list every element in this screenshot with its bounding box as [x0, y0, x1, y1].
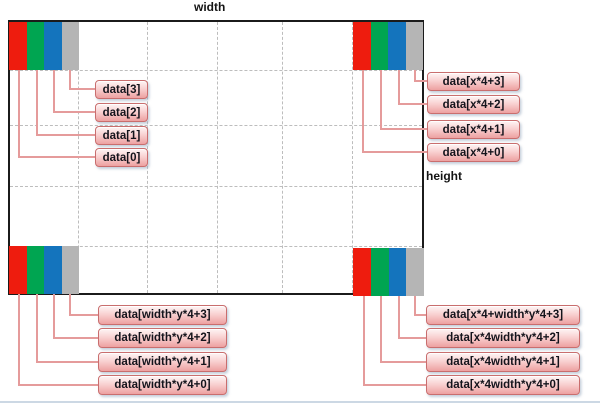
blue-channel-segment [44, 246, 62, 294]
grid-line-horizontal [10, 246, 422, 247]
red-channel-segment [353, 248, 371, 296]
connector-red-top-right [362, 151, 428, 153]
connector-alpha-bottom-left [69, 294, 71, 316]
connector-alpha-top-right [414, 70, 416, 82]
blue-channel-segment [388, 248, 407, 296]
connector-green-bottom-right [380, 361, 427, 363]
grid-line-horizontal [10, 70, 422, 71]
grid-line-horizontal [10, 186, 422, 187]
label-data-x4wy4-3: data[x*4+width*y*4+3] [426, 305, 580, 325]
connector-green-bottom-left [36, 294, 38, 363]
image-bounds-rect [8, 20, 424, 295]
label-data-wy4-0: data[width*y*4+0] [98, 375, 227, 395]
connector-blue-top-left [53, 70, 55, 113]
alpha-channel-segment [405, 22, 423, 70]
connector-red-bottom-left [18, 384, 99, 386]
connector-blue-bottom-right [398, 296, 400, 339]
label-data-wy4-3: data[width*y*4+3] [98, 305, 227, 325]
pixel-channels-bottom-left [9, 246, 79, 294]
red-channel-segment [353, 22, 371, 70]
connector-blue-bottom-left [53, 294, 55, 339]
connector-alpha-bottom-left [69, 314, 99, 316]
connector-red-bottom-right [363, 296, 365, 386]
connector-alpha-bottom-right [414, 296, 416, 316]
label-data-wy4-1: data[width*y*4+1] [98, 352, 227, 372]
connector-alpha-top-left [69, 70, 71, 90]
grid-line-vertical [352, 22, 353, 293]
height-axis-label: height [426, 169, 462, 183]
label-data-wy4-2: data[width*y*4+2] [98, 328, 227, 348]
connector-red-top-left [18, 70, 20, 158]
label-data-1: data[1] [95, 126, 148, 145]
green-channel-segment [370, 22, 388, 70]
connector-red-top-right [362, 70, 364, 153]
grid-line-vertical [217, 22, 218, 293]
label-data-0: data[0] [95, 148, 148, 167]
blue-channel-segment [44, 22, 62, 70]
connector-red-bottom-left [18, 294, 20, 386]
connector-alpha-top-left [69, 88, 96, 90]
green-channel-segment [26, 22, 44, 70]
connector-green-top-right [380, 70, 382, 130]
label-data-2: data[2] [95, 103, 148, 122]
connector-green-bottom-right [380, 296, 382, 363]
connector-blue-top-right [398, 70, 400, 105]
label-data-x4-0: data[x*4+0] [427, 143, 520, 162]
connector-blue-top-right [398, 103, 428, 105]
connector-alpha-top-right [414, 80, 428, 82]
green-channel-segment [26, 246, 44, 294]
grid-line-vertical [282, 22, 283, 293]
pixel-channels-bottom-right [353, 248, 424, 296]
connector-red-top-left [18, 156, 96, 158]
red-channel-segment [9, 22, 27, 70]
connector-green-top-left [36, 134, 96, 136]
connector-green-top-left [36, 70, 38, 136]
alpha-channel-segment [406, 248, 424, 296]
label-data-x4-1: data[x*4+1] [427, 120, 520, 139]
grid-line-horizontal [10, 125, 422, 126]
connector-red-bottom-right [363, 384, 427, 386]
label-data-x4wy4-0: data[x*4width*y*4+0] [426, 375, 580, 395]
red-channel-segment [9, 246, 27, 294]
label-data-x4-3: data[x*4+3] [427, 72, 520, 91]
connector-blue-top-left [53, 111, 96, 113]
blue-channel-segment [388, 22, 406, 70]
label-data-x4wy4-2: data[x*4width*y*4+2] [426, 328, 580, 348]
pixel-channels-top-left [9, 22, 79, 70]
connector-blue-bottom-right [398, 337, 427, 339]
bottom-divider [0, 401, 600, 403]
connector-green-top-right [380, 128, 428, 130]
connector-blue-bottom-left [53, 337, 99, 339]
label-data-x4wy4-1: data[x*4width*y*4+1] [426, 352, 580, 372]
connector-alpha-bottom-right [414, 314, 427, 316]
label-data-x4-2: data[x*4+2] [427, 95, 520, 114]
pixel-channels-top-right [353, 22, 423, 70]
width-axis-label: width [194, 0, 226, 14]
alpha-channel-segment [61, 246, 79, 294]
green-channel-segment [370, 248, 389, 296]
connector-green-bottom-left [36, 361, 99, 363]
alpha-channel-segment [61, 22, 79, 70]
label-data-3: data[3] [95, 80, 148, 99]
